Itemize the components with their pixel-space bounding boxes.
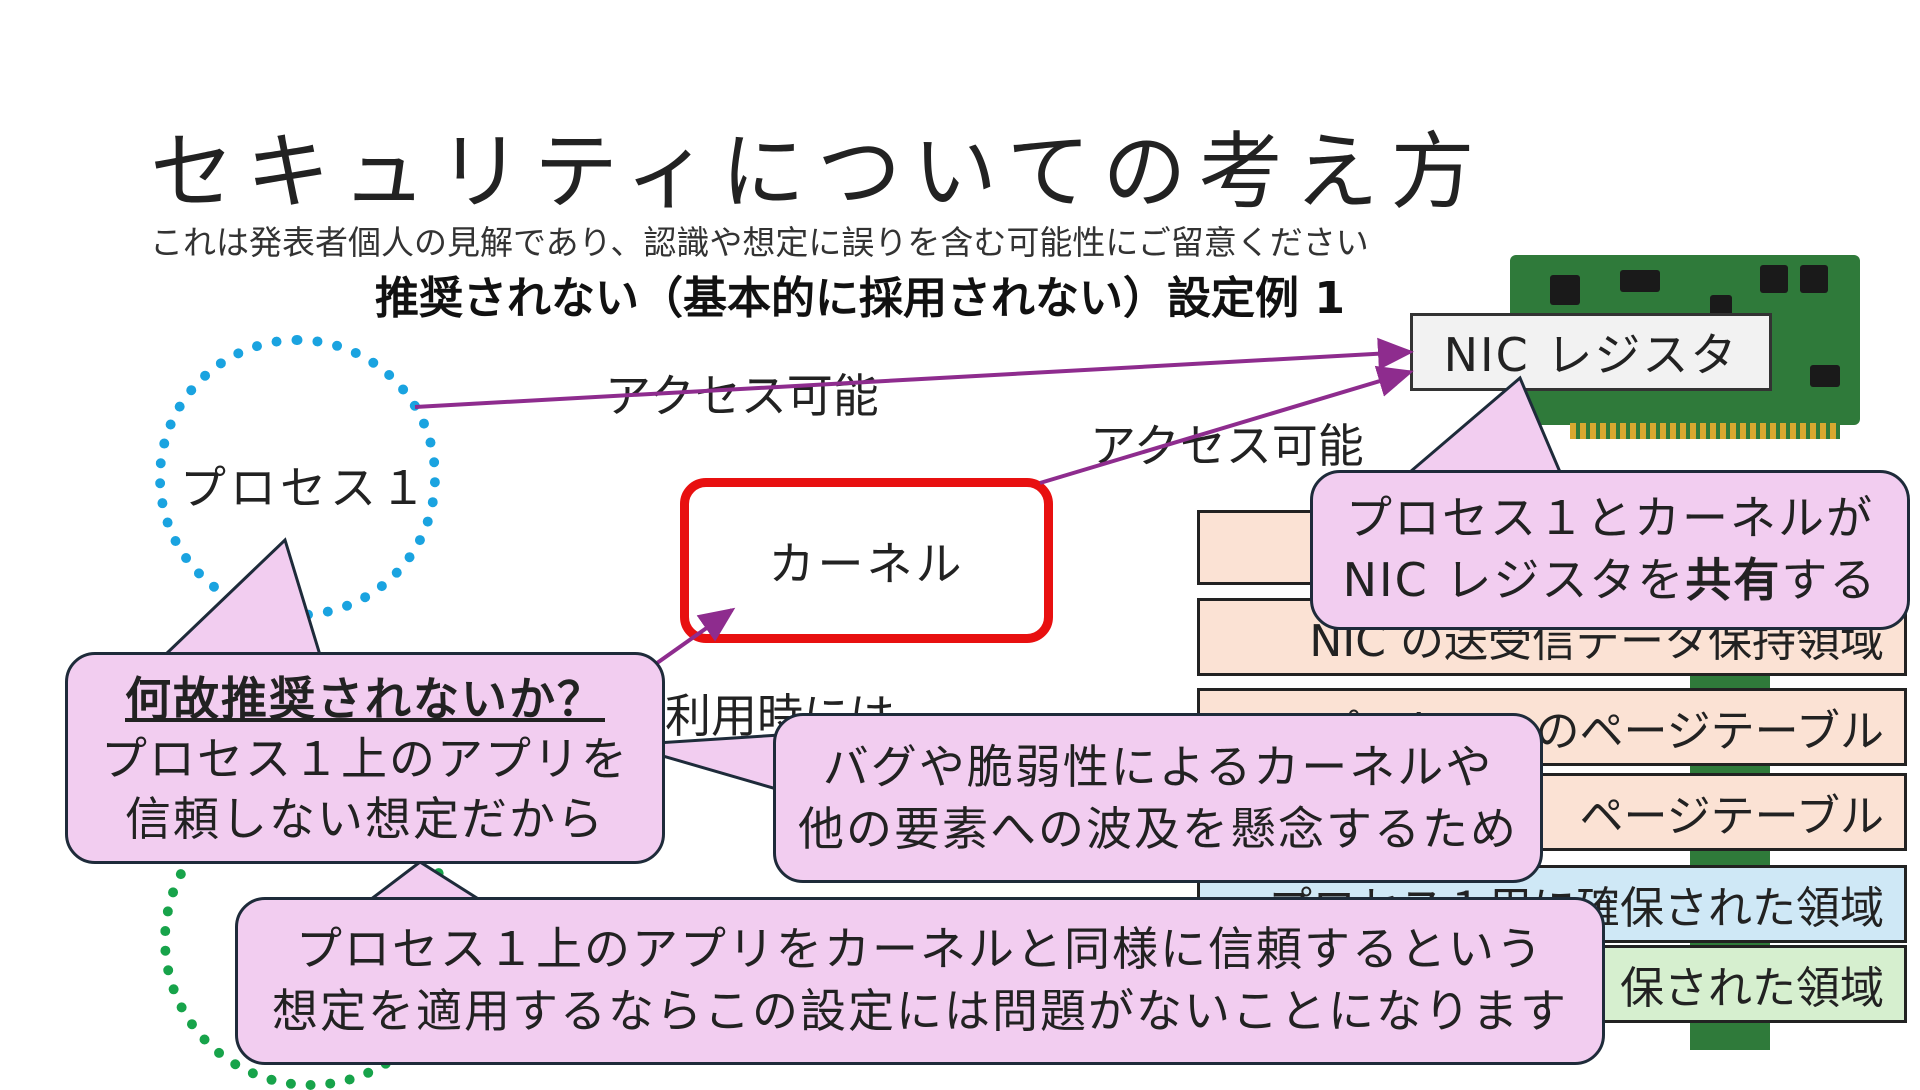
- callout-why-title: 何故推奨されないか？: [125, 672, 605, 726]
- arrow-to-kernel: [648, 607, 736, 670]
- nic-register-box: NIC レジスタ: [1410, 313, 1772, 391]
- callout-bug: バグや脆弱性によるカーネルや 他の要素への波及を懸念するため: [773, 713, 1543, 883]
- edge-label-proc-nic: アクセス可能: [605, 369, 879, 423]
- callout-ok: プロセス１上のアプリをカーネルと同様に信頼するという 想定を適用するならこの設定…: [235, 897, 1605, 1065]
- callout-ok-line2: 想定を適用するならこの設定には問題がないことになります: [272, 984, 1568, 1038]
- disclaimer-text: これは発表者個人の見解であり、認識や想定に誤りを含む可能性にご留意ください: [150, 223, 1369, 262]
- callout-shared-line2: NIC レジスタを共有する: [1313, 549, 1907, 611]
- tail-ok: [365, 860, 486, 902]
- callout-ok-line1: プロセス１上のアプリをカーネルと同様に信頼するという: [296, 922, 1544, 976]
- callout-bug-line2: 他の要素への波及を懸念するため: [798, 802, 1518, 856]
- callout-shared-register: プロセス１とカーネルが NIC レジスタを共有する: [1310, 470, 1910, 630]
- callout-shared-line2-post: する: [1781, 553, 1878, 607]
- arrow-kernel-to-nic: [1039, 365, 1414, 485]
- callout-shared-line2-pre: NIC レジスタを: [1342, 553, 1686, 607]
- callout-why-line2: 信頼しない想定だから: [125, 792, 605, 846]
- callout-why-line1: プロセス１上のアプリを: [101, 732, 629, 786]
- tail-shared: [1405, 375, 1563, 474]
- diagram-heading: 推奨されない（基本的に採用されない）設定例 1: [375, 273, 1345, 324]
- tail-why: [161, 537, 323, 657]
- nic-card-image: [1510, 255, 1860, 439]
- arrow-proc-to-nic: [414, 337, 1414, 409]
- callout-bug-line1: バグや脆弱性によるカーネルや: [822, 740, 1494, 794]
- process1-label: プロセス１: [180, 461, 430, 515]
- callout-shared-line2-bold: 共有: [1685, 553, 1782, 607]
- kernel-box: カーネル: [680, 478, 1053, 643]
- callout-why: 何故推奨されないか？ プロセス１上のアプリを 信頼しない想定だから: [65, 652, 665, 864]
- slide-title: セキュリティについての考え方: [150, 123, 1487, 221]
- callout-shared-line1: プロセス１とカーネルが: [1346, 491, 1874, 545]
